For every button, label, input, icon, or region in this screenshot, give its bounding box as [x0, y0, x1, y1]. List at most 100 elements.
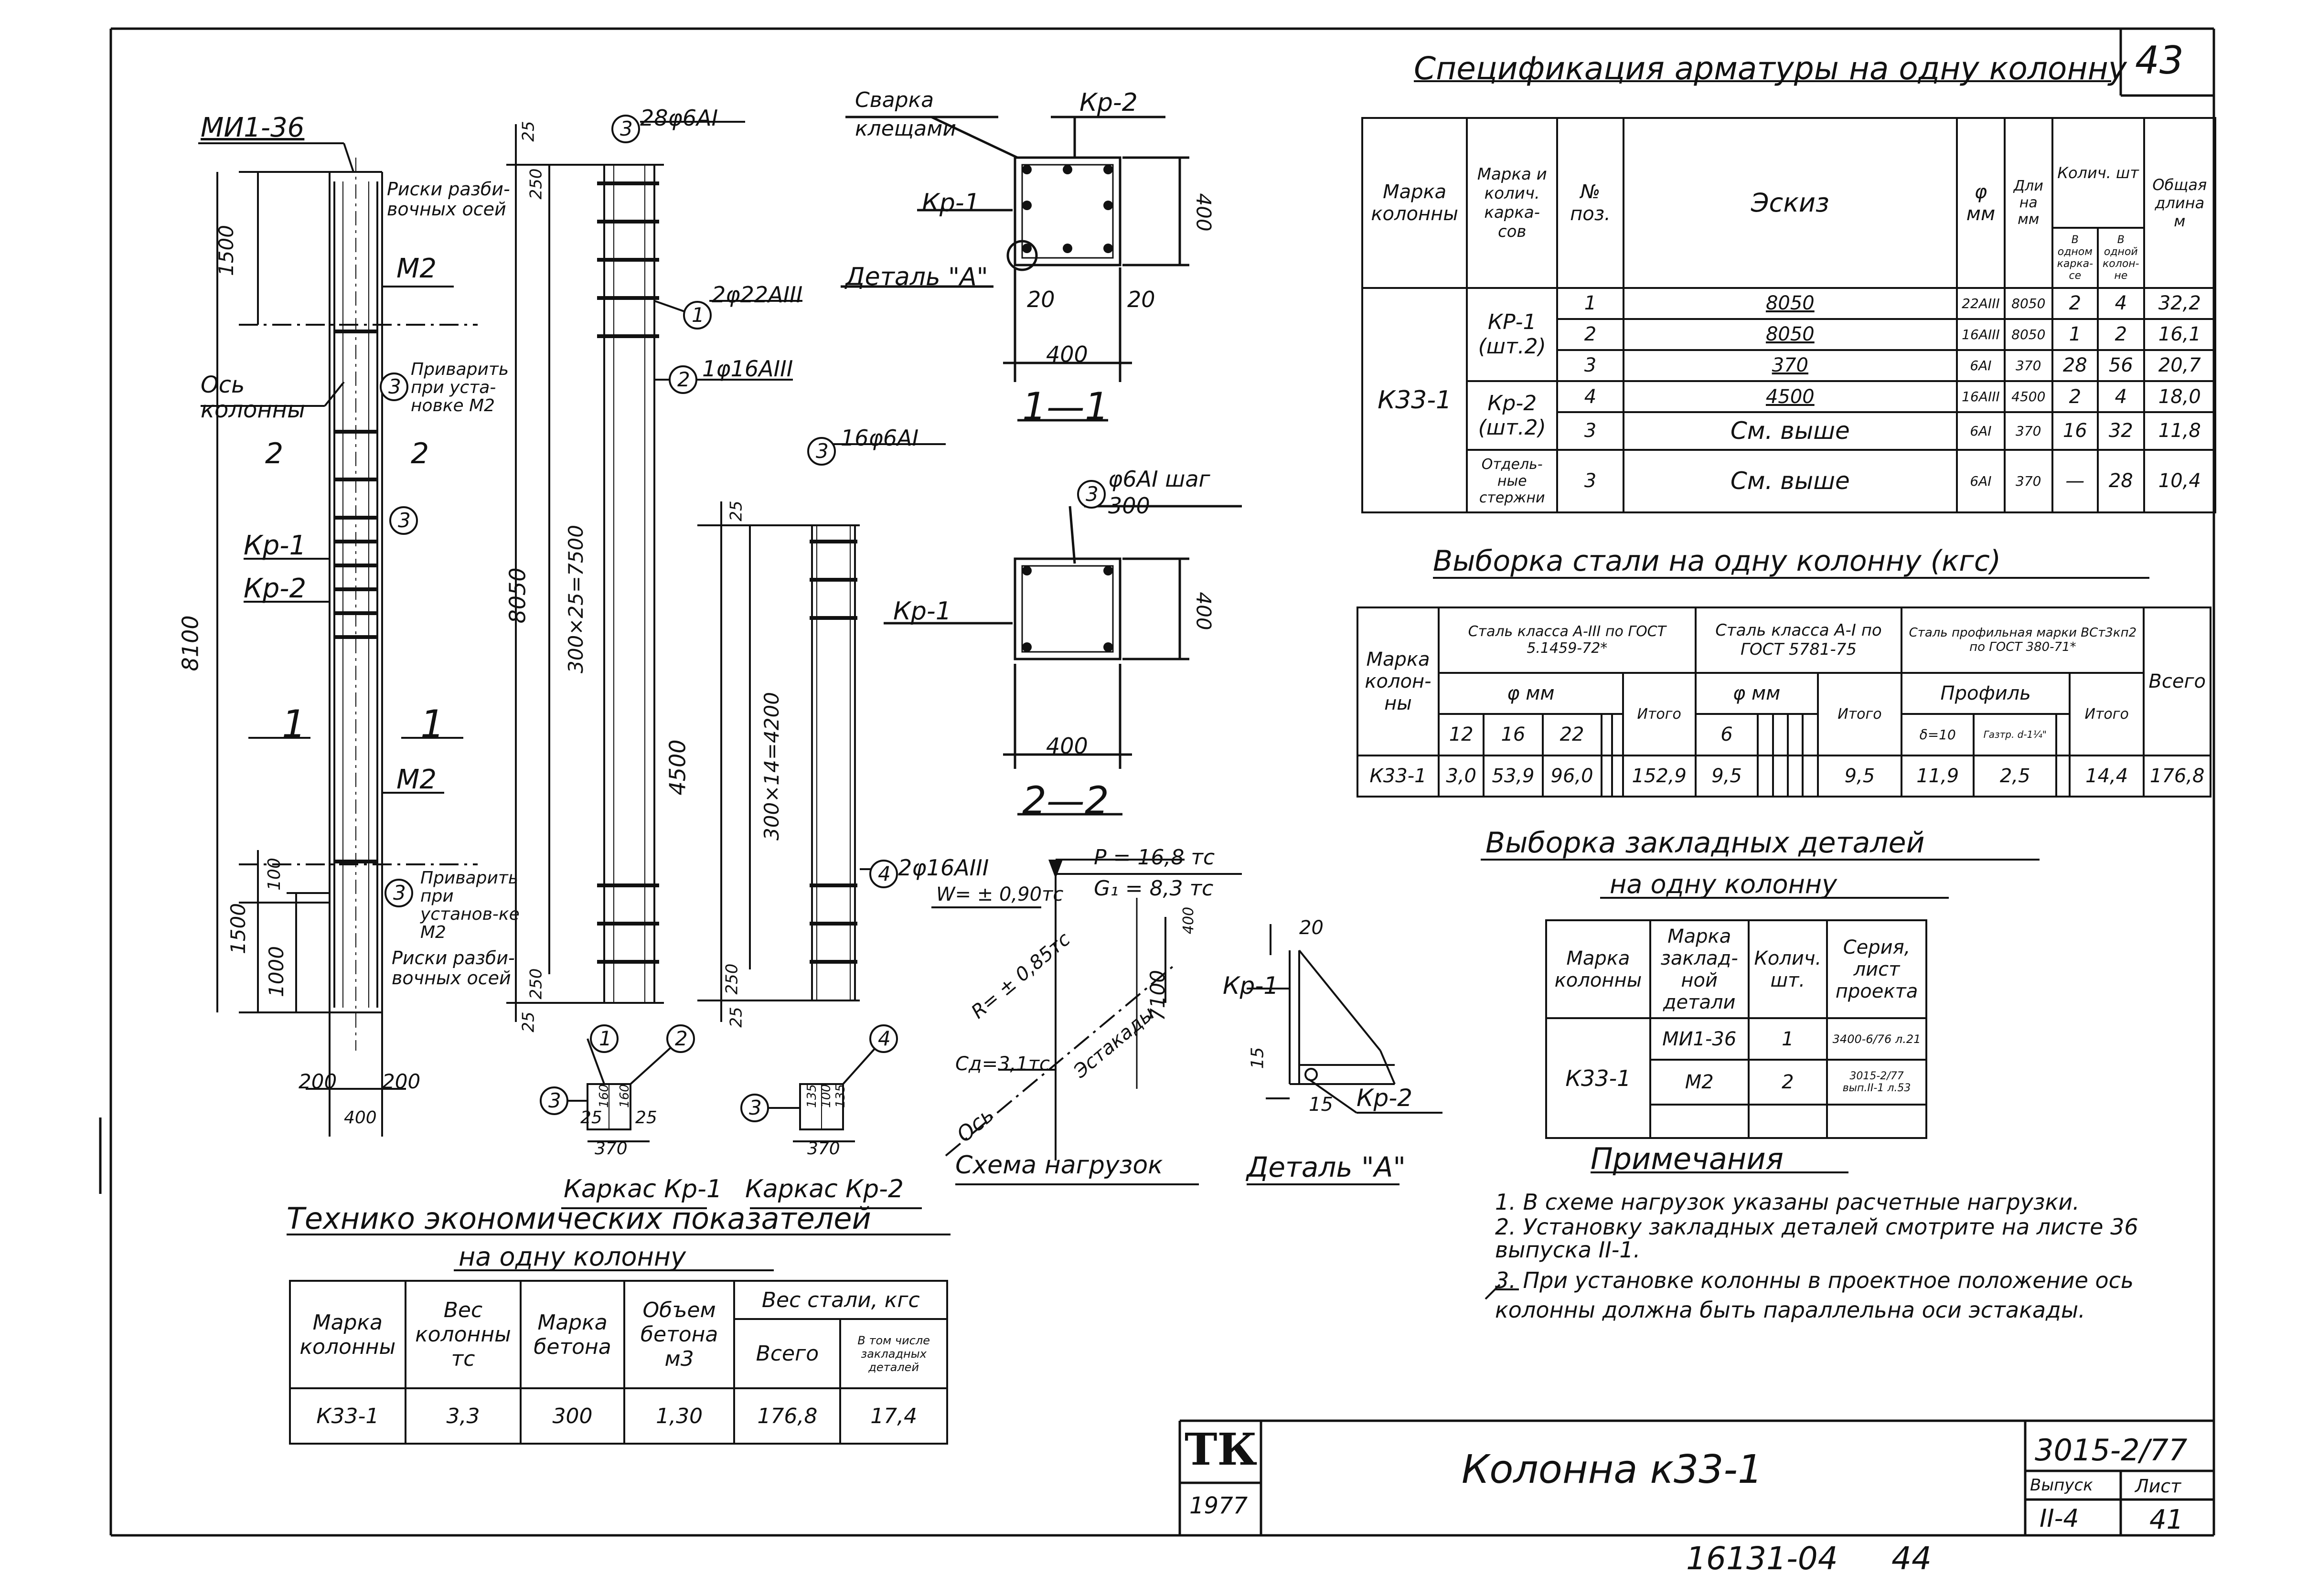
emb-empty	[1747, 1104, 1828, 1139]
spec-h-total: Общая длина м	[2143, 117, 2217, 289]
spec-total: 11,8	[2143, 411, 2217, 451]
dim-8050: 8050	[504, 567, 531, 624]
callout-1: 1	[599, 1027, 612, 1050]
steel-empty	[1757, 754, 1774, 798]
series-code: 3015-2/77	[2035, 1433, 2188, 1468]
label-detail-a: Деталь "А"	[845, 263, 988, 291]
steel-h-itogo3: Итого	[2069, 671, 2145, 756]
spec-pos: 4	[1556, 380, 1624, 414]
steel-empty	[2055, 754, 2071, 798]
emb-empty	[1649, 1104, 1750, 1139]
inventory-number: 16131-04	[1686, 1540, 1838, 1577]
dim-1500-top: 1500	[214, 225, 238, 276]
spec-len: 370	[2003, 448, 2053, 514]
callout-4-kr2: 4	[878, 862, 891, 885]
callout-3-kr1: 3	[388, 375, 401, 398]
dim-15-det-b: 15	[1309, 1094, 1333, 1116]
dim-400v-sec2: 400	[1192, 592, 1216, 630]
label-bar-1f16: 1φ16АIII	[702, 356, 793, 382]
dim-400-schema: 400	[1180, 906, 1197, 935]
label-privar-bot: Приварить при установ-ке М2	[420, 868, 520, 942]
spec-pos: 3	[1556, 349, 1624, 382]
steel-empty	[1802, 754, 1819, 798]
spec-len: 8050	[2003, 287, 2053, 320]
tech-title: Технико экономических показателей	[287, 1201, 871, 1236]
spec-sketch: См. выше	[1622, 411, 1958, 451]
steel-h-itogo1: Итого	[1622, 671, 1697, 756]
dim-15-det-a: 15	[1248, 1047, 1268, 1069]
steel-h-a1: Сталь класса А-I по ГОСТ 5781-75	[1694, 606, 1903, 674]
spec-h-mark: Марка колонны	[1361, 117, 1468, 289]
spec-qc: 32	[2097, 411, 2145, 451]
tech-h-steel: Вес стали, кгс	[733, 1280, 948, 1320]
label-os: Ось колонны	[201, 372, 306, 423]
dim-250-top: 250	[526, 168, 546, 200]
steel-v12: 3,0	[1437, 754, 1485, 798]
caption-frame-kr1: Каркас Кр-1	[564, 1175, 722, 1203]
label-kr1-sec2: Кр-1	[893, 597, 951, 626]
spec-dia: 16АIII	[1955, 318, 2006, 351]
tech-h-volume: Объем бетона м3	[623, 1280, 736, 1389]
tech-subtitle: на одну колонну	[459, 1242, 686, 1272]
steel-v16: 53,9	[1483, 754, 1544, 798]
label-one-right: 1	[420, 702, 445, 746]
dim-7500: 300×25=7500	[564, 525, 588, 673]
steel-empty	[1786, 713, 1804, 756]
emb-empty	[1826, 1104, 1927, 1139]
emb-col-mark: К33-1	[1545, 1017, 1651, 1139]
tech-h-mark: Марка колонны	[289, 1280, 406, 1389]
tech-h-concrete: Марка бетона	[520, 1280, 625, 1389]
callout-3b: 3	[749, 1096, 762, 1119]
spec-h-pos: № поз.	[1556, 117, 1624, 289]
steel-h-dia-a3: φ мм	[1438, 671, 1624, 715]
spec-len: 370	[2003, 349, 2053, 382]
caption-load-schema: Схема нагрузок	[955, 1151, 1163, 1180]
steel-empty	[1757, 713, 1774, 756]
steel-d12: 12	[1437, 713, 1485, 756]
spec-qc: 56	[2097, 349, 2145, 382]
callout-3: 3	[548, 1089, 561, 1112]
steel-itogo2: 9,5	[1816, 754, 1903, 798]
dim-135-b: 135	[833, 1084, 848, 1108]
tech-mark: К33-1	[289, 1387, 406, 1445]
steel-empty	[1786, 754, 1804, 798]
spec-qf: —	[2051, 448, 2099, 514]
spec-sketch: 8050	[1622, 287, 1958, 320]
steel-empty	[1600, 713, 1613, 756]
dim-160-a: 160	[597, 1084, 611, 1108]
emb-qty: 1	[1747, 1017, 1828, 1061]
year: 1977	[1189, 1492, 1248, 1519]
label-kr1: Кр-1	[244, 530, 307, 561]
spec-qf: 2	[2051, 380, 2099, 414]
spec-len: 4500	[2003, 380, 2053, 414]
spec-group-2: Кр-2 (шт.2)	[1466, 380, 1559, 451]
steel-pv1: 11,9	[1901, 754, 1975, 798]
spec-h-qty: Колич. шт	[2051, 117, 2145, 229]
sheet-number: 43	[2135, 38, 2184, 83]
label-bar28: 28φ6АI	[640, 105, 718, 131]
caption-frame-kr2: Каркас Кр-2	[745, 1175, 904, 1203]
dim-25-a: 25	[580, 1108, 602, 1128]
label-kr2: Кр-2	[244, 573, 307, 604]
load-g: G₁ = 8,3 тс	[1094, 876, 1214, 901]
spec-dia: 6АI	[1955, 411, 2006, 451]
issue-value: II-4	[2040, 1504, 2079, 1533]
label-svarka: Сварка клещами	[855, 88, 956, 141]
page-number: 44	[1891, 1540, 1932, 1577]
caption-detail-a: Деталь "А"	[1247, 1151, 1406, 1183]
tk-logo: ТК	[1185, 1424, 1258, 1475]
steel-pv2: 2,5	[1973, 754, 2058, 798]
tech-h-all: Всего	[733, 1318, 842, 1389]
section-2-2: 2—2	[1022, 778, 1109, 823]
callout-2: 2	[675, 1027, 688, 1050]
steel-v6: 9,5	[1694, 754, 1759, 798]
section-1-1: 1—1	[1022, 384, 1109, 429]
spec-sketch: 8050	[1622, 318, 1958, 351]
callout-3-bot: 3	[393, 881, 406, 904]
sheet-no: 41	[2149, 1504, 2184, 1535]
issue-label: Выпуск	[2030, 1476, 2093, 1495]
dim-25-bot-2: 25	[726, 1007, 746, 1028]
label-two-left: 2	[265, 437, 284, 470]
steel-empty	[1611, 754, 1624, 798]
steel-itogo3: 14,4	[2069, 754, 2145, 798]
